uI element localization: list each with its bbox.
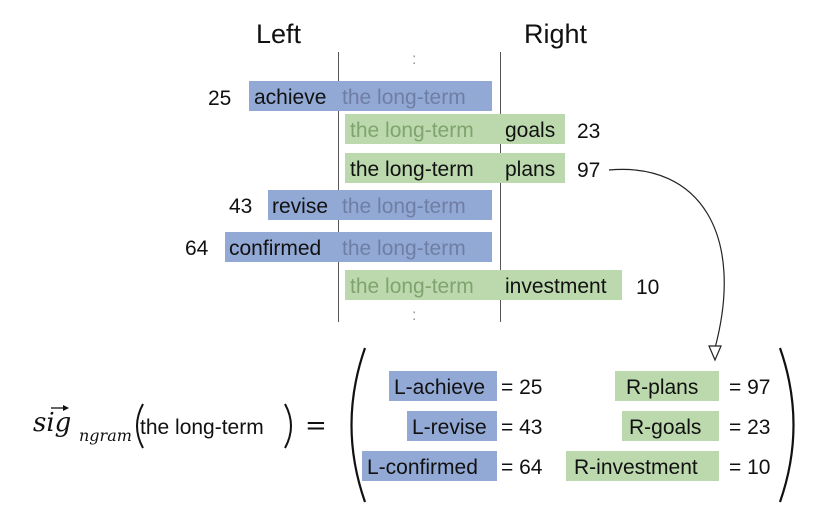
right-divider-line xyxy=(500,52,501,322)
feature-value-r-investment: = 10 xyxy=(729,456,771,479)
arrowhead-icon xyxy=(708,345,722,362)
feature-value-l-achieve: = 25 xyxy=(501,376,543,399)
feature-label-r-goals: R-goals xyxy=(629,416,702,439)
feature-label-r-investment: R-investment xyxy=(574,456,698,479)
right-context-box-goals: the long-term goals xyxy=(345,114,565,144)
feature-label-l-achieve: L-achieve xyxy=(394,376,486,399)
right-word-plans: plans xyxy=(505,158,556,181)
left-context-box-confirmed: confirmed the long-term xyxy=(225,232,492,262)
left-word-confirmed: confirmed xyxy=(229,237,322,260)
left-word-revise: revise xyxy=(272,195,329,218)
ellipsis-bottom: : xyxy=(412,307,417,324)
feature-value-l-confirmed: = 64 xyxy=(501,456,543,479)
right-word-investment: investment xyxy=(505,275,607,298)
count-investment: 10 xyxy=(636,276,660,299)
ellipsis-top: : xyxy=(412,51,417,68)
feature-box-r-investment: R-investment xyxy=(566,451,719,481)
sig-symbol: sig xyxy=(33,410,71,436)
feature-label-r-plans: R-plans xyxy=(626,376,699,399)
center-phrase-ghost: the long-term xyxy=(342,86,466,109)
equation-argument: the long-term xyxy=(140,416,264,439)
feature-value-r-plans: = 97 xyxy=(729,376,771,399)
left-context-box-achieve: achieve the long-term xyxy=(249,81,492,111)
sig-text: sig xyxy=(33,408,72,438)
paren-open-large xyxy=(350,347,367,503)
left-context-box-revise: revise the long-term xyxy=(268,190,492,220)
count-revise: 43 xyxy=(229,195,253,218)
paren-open-small xyxy=(136,403,144,449)
count-achieve: 25 xyxy=(208,87,232,110)
right-word-goals: goals xyxy=(505,119,556,142)
center-phrase-highlighted: the long-term xyxy=(350,158,474,181)
equation-equals: = xyxy=(305,411,327,441)
center-phrase-ghost: the long-term xyxy=(342,195,466,218)
feature-value-l-revise: = 43 xyxy=(501,416,543,439)
right-header: Right xyxy=(524,19,588,49)
right-context-box-plans: the long-term plans xyxy=(345,153,565,183)
arrow-curve xyxy=(608,168,725,349)
feature-label-l-confirmed: L-confirmed xyxy=(367,456,478,479)
feature-value-r-goals: = 23 xyxy=(729,416,771,439)
feature-box-r-plans: R-plans xyxy=(615,371,719,401)
feature-box-l-achieve: L-achieve xyxy=(389,371,497,401)
right-context-box-investment: the long-term investment xyxy=(345,270,622,300)
paren-close-small xyxy=(284,403,292,449)
left-divider-line xyxy=(338,52,339,322)
feature-label-l-revise: L-revise xyxy=(412,416,487,439)
vector-arrow-icon xyxy=(51,405,69,411)
center-phrase-ghost: the long-term xyxy=(350,119,474,142)
left-word-achieve: achieve xyxy=(254,86,327,109)
feature-box-l-confirmed: L-confirmed xyxy=(362,451,497,481)
sig-subscript: ngram xyxy=(79,426,132,445)
count-goals: 23 xyxy=(577,120,601,143)
count-plans: 97 xyxy=(577,159,601,182)
feature-box-l-revise: L-revise xyxy=(407,411,497,441)
center-phrase-ghost: the long-term xyxy=(342,237,466,260)
center-phrase-ghost: the long-term xyxy=(350,275,474,298)
left-header: Left xyxy=(256,19,302,49)
count-confirmed: 64 xyxy=(185,237,209,260)
paren-close-large xyxy=(778,347,795,503)
feature-box-r-goals: R-goals xyxy=(622,411,719,441)
